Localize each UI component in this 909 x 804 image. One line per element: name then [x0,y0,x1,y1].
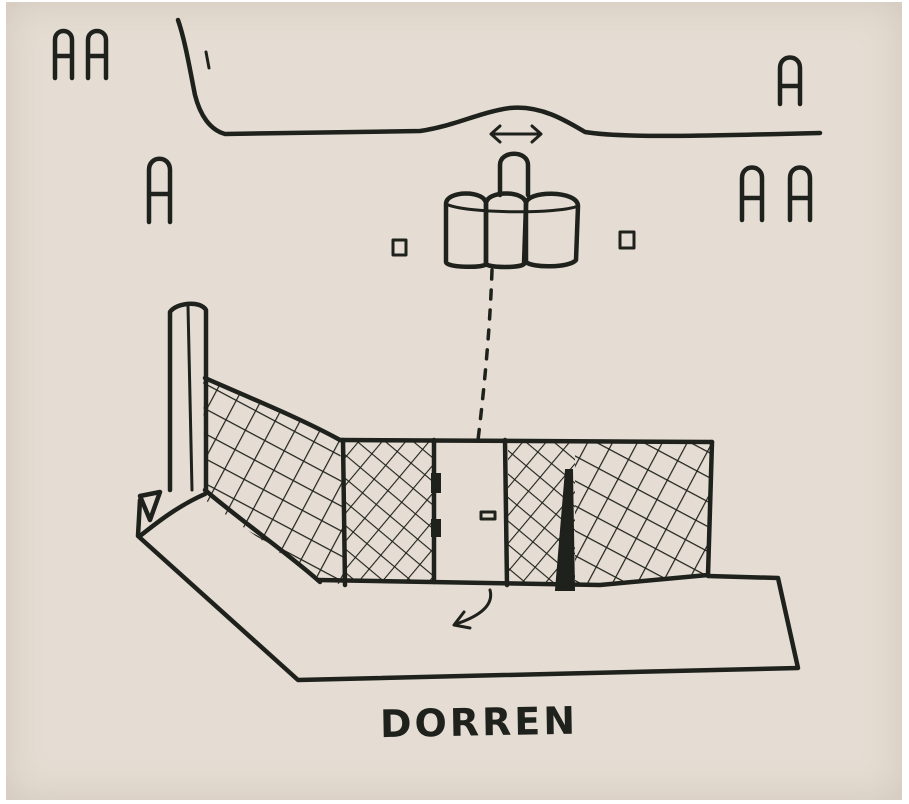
spectator-group-right [739,165,813,223]
dashed-path [476,268,494,442]
horizon-line [175,17,823,139]
horizon-tick [204,50,211,70]
player-top-figure [443,151,581,270]
spectator-group-left [146,156,173,225]
caption-text: DORREN [379,698,579,747]
curved-arrow-icon [452,588,493,630]
spectator-group-top-right [777,55,803,107]
double-arrow-icon [489,124,543,144]
floor-platform [135,497,801,683]
goal-frame [167,301,715,591]
marker-left [391,238,408,257]
marker-right [618,230,636,250]
spectator-group-top-left [52,28,109,81]
